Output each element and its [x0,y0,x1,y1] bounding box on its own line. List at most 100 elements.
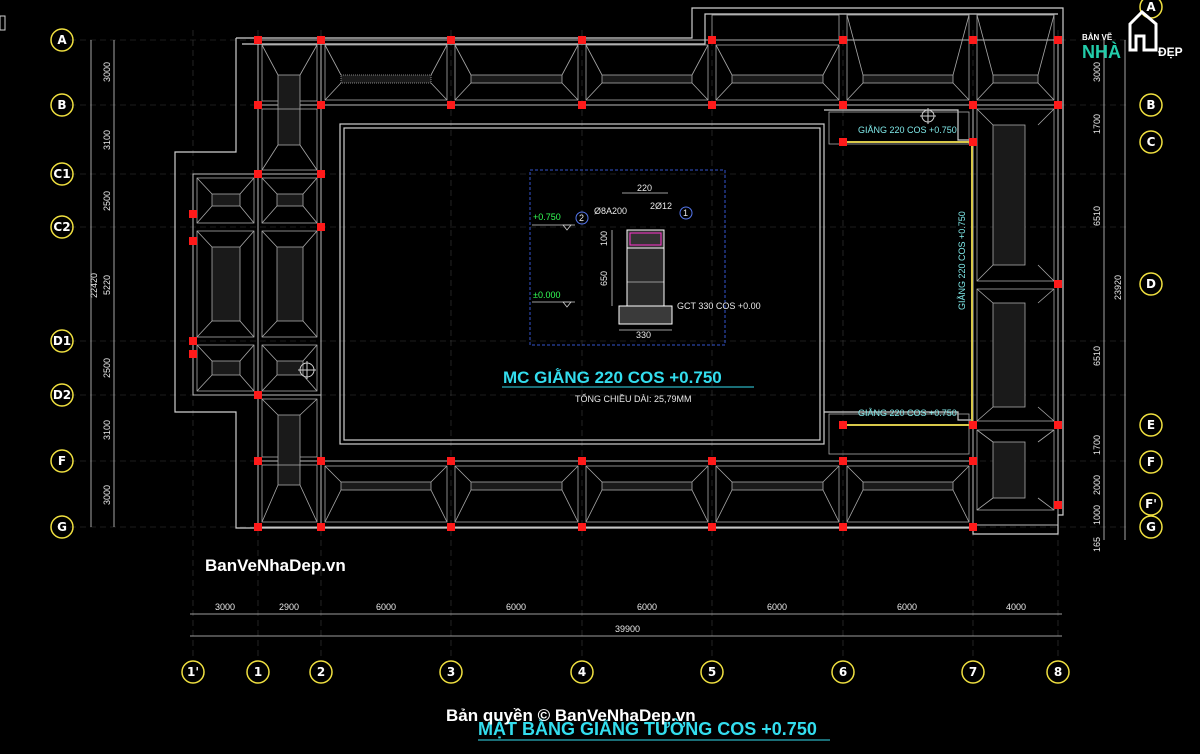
grid-bubble-right-2: C [1139,130,1163,154]
left-dim-total: 22420 [89,273,99,298]
column-marker [969,457,977,465]
footing-note: GCT 330 COS +0.00 [677,301,761,311]
grid-bubble-left-2-circle [50,162,74,186]
grid-bubble-right-4: E [1139,413,1163,437]
wall-panels [196,14,1055,523]
highlighted-beams [843,141,973,426]
grid-bubble-left-1: B [50,93,74,117]
grid-bubble-left-0-label: A [57,33,67,47]
grid-bubble-col-0: 1' [181,660,205,684]
grid-bubble-right-1-circle [1139,93,1163,117]
dim-650: 650 [599,271,609,286]
bottom-dim-1: 2900 [279,602,299,612]
grid-bubble-right-3-circle [1139,272,1163,296]
grid-bubble-col-7-circle [961,660,985,684]
right-dim-total: 23920 [1113,275,1123,300]
level-top-label: +0.750 [533,212,561,222]
column-marker [254,36,262,44]
section-title: MC GIẰNG 220 COS +0.750 [503,368,722,387]
grid-bubble-left-1-label: B [57,98,66,112]
building-outline [174,7,1064,535]
column-marker [969,138,977,146]
clipped-frame-corner [0,15,6,31]
logo-word-b: ĐẸP [1158,45,1183,59]
grid-bubble-right-2-circle [1139,130,1163,154]
logo-house-icon [1128,10,1158,52]
bottom-dim-0: 3000 [215,602,235,612]
grid-bubble-right-5-label: F [1147,455,1155,469]
column-marker [254,457,262,465]
grid-bubble-right-7-circle [1139,515,1163,539]
beam-label-top: GIẰNG 220 COS +0.750 [858,125,957,135]
grid-bubble-left-2-label: C1 [53,167,70,181]
grid-bubble-right-5-circle [1139,450,1163,474]
grid-bubble-left-6-label: F [58,454,66,468]
grid-bubble-col-5-circle [700,660,724,684]
right-dim-4: 1700 [1092,435,1102,455]
column-marker [254,523,262,531]
left-dimension-chain [90,40,115,527]
bottom-dim-2: 6000 [376,602,396,612]
grid-bubble-right-0-label: A [1146,0,1156,14]
column-marker [1054,421,1062,429]
column-marker [317,101,325,109]
bottom-dim-6: 6000 [897,602,917,612]
bottom-dim-3: 6000 [506,602,526,612]
grid-bubble-left-7: G [50,515,74,539]
rebar-main-label: 2Ø12 [650,201,672,211]
grid-bubble-col-8-label: 8 [1054,665,1062,679]
right-dim-5: 2000 [1092,475,1102,495]
grid-bubble-col-0-label: 1' [187,665,199,679]
grid-bubble-right-7-label: G [1146,520,1156,534]
column-marker [1054,36,1062,44]
grid-bubble-right-5: F [1139,450,1163,474]
column-marker [317,457,325,465]
grid-bubble-col-6-label: 6 [839,665,847,679]
column-marker [839,101,847,109]
grid-bubble-col-6: 6 [831,660,855,684]
grid-bubble-right-3-label: D [1146,277,1156,291]
grid-bubble-col-0-circle [181,660,205,684]
right-dim-2: 6510 [1092,206,1102,226]
grid-bubble-col-8: 8 [1046,660,1070,684]
left-dim-2: 2500 [102,191,112,211]
grid-bubble-right-1: B [1139,93,1163,117]
grid-bubble-left-4-label: D1 [53,334,71,348]
grid-bubble-right-4-circle [1139,413,1163,437]
grid-bubble-right-3: D [1139,272,1163,296]
column-marker [1054,501,1062,509]
column-marker [969,523,977,531]
grid-bubble-left-5-label: D2 [53,388,71,402]
bottom-dim-4: 6000 [637,602,657,612]
right-dim-7: 165 [1092,537,1102,552]
beam-label-bottom: GIẰNG 220 COS +0.750 [858,408,957,418]
column-markers [189,36,1062,531]
column-marker [839,421,847,429]
rebar-stirrup-label: Ø8A200 [594,206,627,216]
column-marker [578,101,586,109]
column-marker [578,457,586,465]
section-width-dim: 220 [637,183,652,193]
left-dim-3: 5220 [102,275,112,295]
grid-bubble-col-3: 3 [439,660,463,684]
column-marker [708,523,716,531]
column-marker [317,223,325,231]
grid-bubble-col-3-circle [439,660,463,684]
grid-bubble-col-5-label: 5 [708,665,716,679]
grid-bubble-left-0-circle [50,28,74,52]
column-marker [969,101,977,109]
grid-bubble-right-6-circle [1139,492,1163,516]
grid-bubble-right-7: G [1139,515,1163,539]
grid-bubble-left-7-label: G [57,520,67,534]
column-marker [447,101,455,109]
column-marker [254,391,262,399]
grid-bubble-left-3-circle [50,215,74,239]
grid-bubble-left-4-circle [50,329,74,353]
grid-bubble-col-7-label: 7 [969,665,977,679]
grid-bubble-left-1-circle [50,93,74,117]
column-marker [317,36,325,44]
left-dim-4: 2500 [102,358,112,378]
level-zero-label: ±0.000 [533,290,560,300]
grid-bubble-col-4-label: 4 [578,665,586,679]
